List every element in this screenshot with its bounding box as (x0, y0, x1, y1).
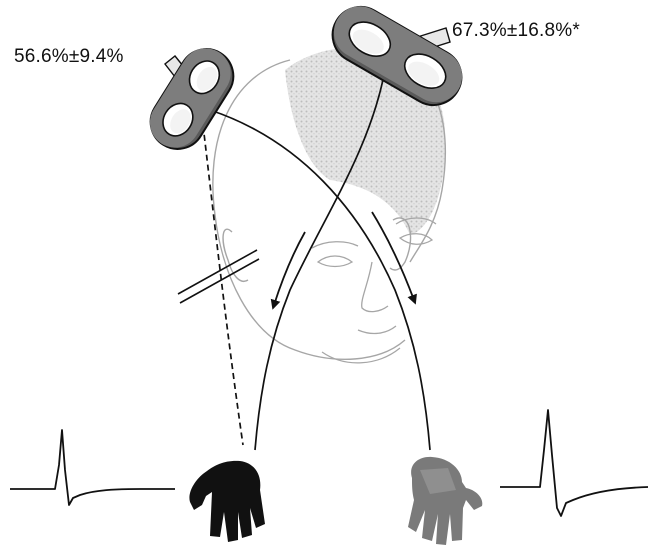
motor-evoked-potential-waveform-icon (500, 410, 648, 516)
nose (362, 262, 388, 312)
brow-left (312, 242, 358, 248)
right-coil-mep-percentage: 67.3%±16.8%* (452, 20, 580, 42)
ear-left (223, 229, 248, 281)
figure-eight-tms-coil-icon (140, 39, 243, 159)
hand-icon (189, 461, 265, 542)
descending-arrows (274, 212, 414, 305)
eye-right (400, 234, 432, 245)
hand-icon (408, 457, 482, 545)
pathway-left-dashed (203, 125, 243, 445)
eye-left (318, 256, 352, 267)
left-coil-mep-percentage: 56.6%±9.4% (14, 46, 124, 68)
motor-evoked-potential-waveform-icon (10, 430, 175, 505)
mouth (358, 326, 396, 333)
